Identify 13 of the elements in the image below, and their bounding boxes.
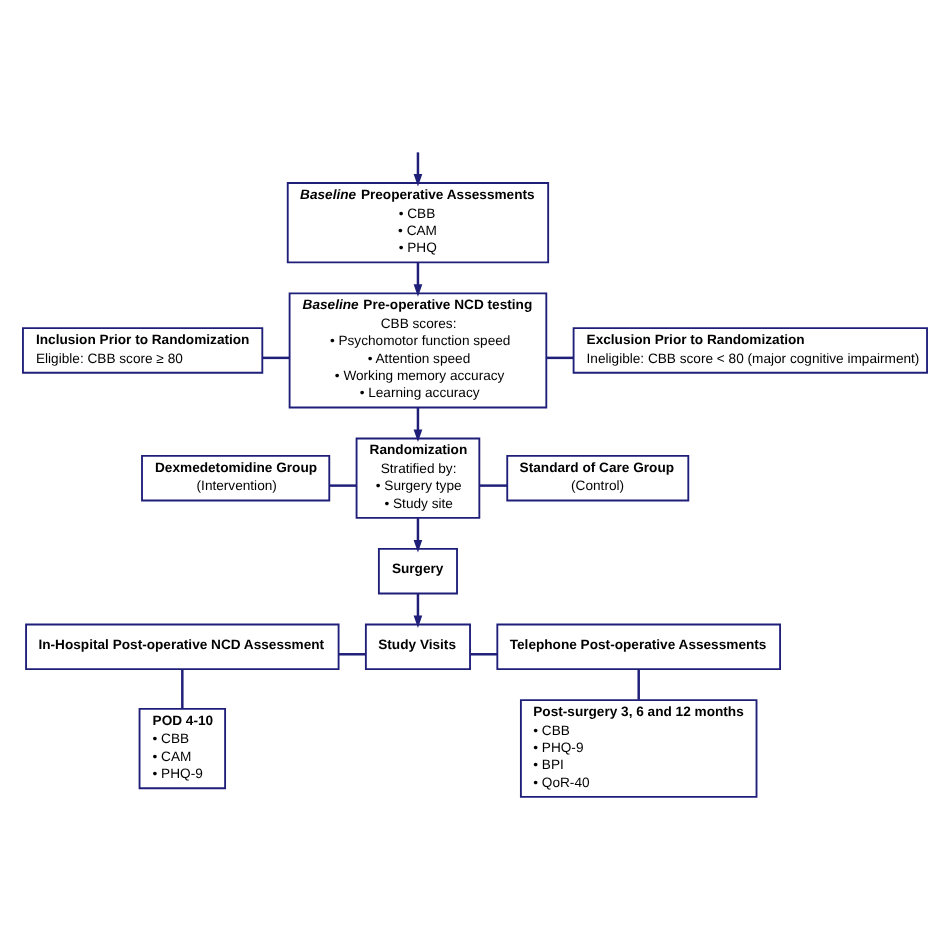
connector (180, 669, 183, 709)
connector (469, 653, 497, 656)
arrow (412, 407, 422, 443)
connector (337, 653, 365, 656)
arrow (412, 152, 422, 187)
connector (328, 484, 356, 487)
connector (261, 356, 289, 360)
connector (478, 484, 507, 487)
arrow (412, 262, 422, 297)
arrow (412, 593, 422, 628)
connector (636, 669, 639, 700)
connector (545, 356, 573, 360)
arrow (412, 518, 422, 553)
